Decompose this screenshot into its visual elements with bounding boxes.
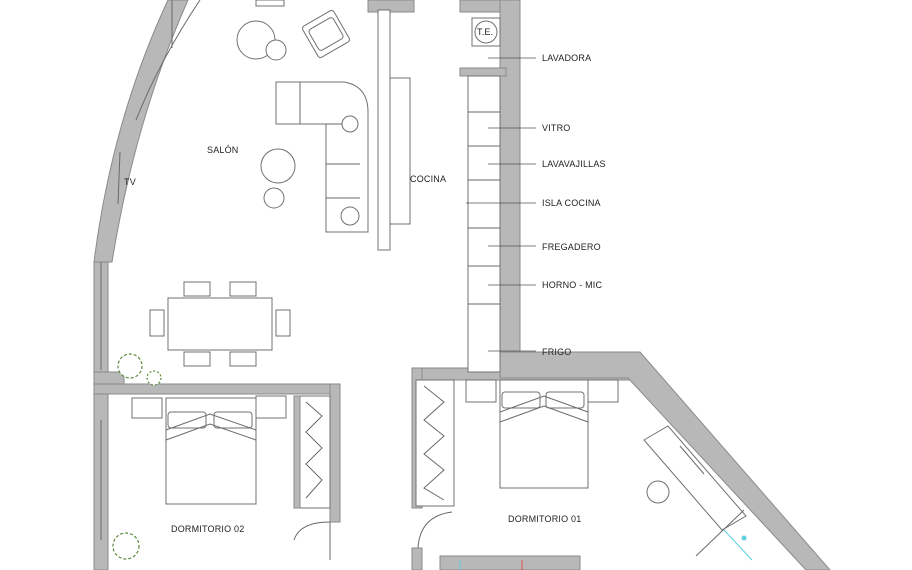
callout-fregadero: FREGADERO [542, 242, 601, 252]
callout-leaders [466, 57, 536, 352]
label-tv: TV [124, 177, 136, 187]
kitchen-callout-labels: LAVADORA VITRO LAVAVAJILLAS ISLA COCINA … [542, 53, 606, 357]
room-labels: SALÓN COCINA TV T.E. DORMITORIO 02 DORMI… [124, 27, 581, 534]
callout-frigo: FRIGO [542, 347, 572, 357]
top-wall-stub [367, 0, 415, 13]
dining-table [149, 281, 291, 367]
curved-exterior-wall [93, 0, 189, 263]
callout-horno-mic: HORNO - MIC [542, 280, 602, 290]
kitchen-east-wall [499, 0, 521, 361]
label-dormitorio-01: DORMITORIO 01 [508, 514, 581, 524]
callout-lavavajillas: LAVAVAJILLAS [542, 159, 606, 169]
label-te: T.E. [477, 27, 493, 37]
living-room-furniture [117, 0, 369, 233]
label-dormitorio-02: DORMITORIO 02 [171, 524, 244, 534]
label-salon: SALÓN [207, 145, 239, 155]
plants [112, 353, 162, 560]
callout-isla-cocina: ISLA COCINA [542, 198, 601, 208]
bedroom-02-furniture [131, 395, 331, 560]
label-cocina: COCINA [410, 174, 446, 184]
bedroom-01-furniture [415, 379, 753, 570]
callout-lavadora: LAVADORA [542, 53, 591, 63]
walls [93, 0, 831, 570]
kitchen-counter [467, 17, 501, 373]
callout-vitro: VITRO [542, 123, 571, 133]
